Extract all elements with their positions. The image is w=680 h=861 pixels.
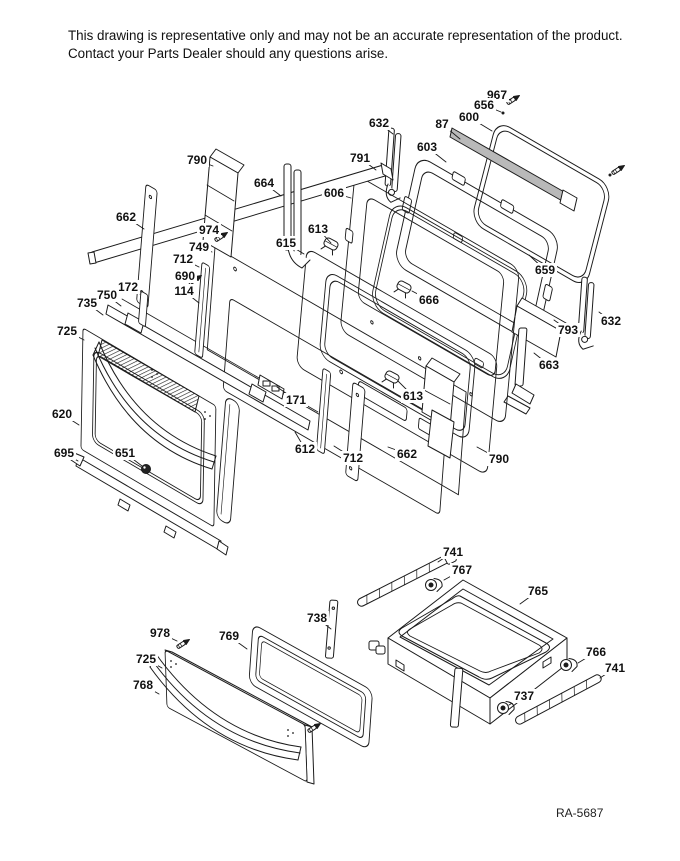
- part-label-662: 662: [113, 210, 139, 224]
- part-label-767: 767: [449, 563, 475, 577]
- part-749-heat-shield: [206, 246, 467, 496]
- part-label-768: 768: [130, 678, 156, 692]
- part-label-651: 651: [112, 446, 138, 460]
- part-label-620: 620: [49, 407, 75, 421]
- part-label-738: 738: [304, 611, 330, 625]
- part-label-613: 613: [400, 389, 426, 403]
- part-659-door-gasket: [372, 205, 528, 379]
- part-712-glide-right: [316, 368, 332, 454]
- disclaimer-line-2: Contact your Parts Dealer should any que…: [68, 45, 389, 61]
- part-606-inner-door-panel: [340, 177, 520, 422]
- part-label-656: 656: [471, 98, 497, 112]
- part-label-690: 690: [172, 269, 198, 283]
- part-label-737: 737: [511, 689, 537, 703]
- part-label-974: 974: [196, 223, 222, 237]
- door-vent-louvers: [97, 339, 200, 413]
- part-label-712: 712: [170, 252, 196, 266]
- part-label-171: 171: [283, 393, 309, 407]
- part-695-bottom-trim: [69, 451, 229, 556]
- part-label-790: 790: [184, 153, 210, 167]
- door-side-channel: [216, 398, 240, 524]
- disclaimer-text: This drawing is representative only and …: [68, 27, 638, 62]
- door-handle: [92, 341, 217, 470]
- part-label-741: 741: [602, 661, 628, 675]
- part-label-606: 606: [321, 186, 347, 200]
- part-615-door-liner: [296, 250, 498, 473]
- part-663-bracket: [503, 327, 535, 415]
- part-label-615: 615: [273, 236, 299, 250]
- part-171-latch-keeper: [257, 374, 285, 400]
- part-label-664: 664: [251, 176, 277, 190]
- disclaimer-line-1: This drawing is representative only and …: [68, 28, 623, 43]
- part-label-632: 632: [598, 314, 624, 328]
- part-label-603: 603: [414, 140, 440, 154]
- part-label-172: 172: [115, 280, 141, 294]
- door-screw-marks: [151, 369, 211, 420]
- part-label-695: 695: [51, 446, 77, 460]
- part-label-769: 769: [216, 629, 242, 643]
- part-label-114: 114: [172, 284, 196, 298]
- part-label-712: 712: [340, 451, 366, 465]
- part-label-612: 612: [292, 442, 318, 456]
- part-label-766: 766: [583, 645, 609, 659]
- part-label-666: 666: [416, 293, 442, 307]
- part-label-613: 613: [305, 222, 331, 236]
- part-87-trim-strip: [449, 127, 578, 212]
- part-600-outer-glass: [473, 125, 610, 284]
- part-label-725: 725: [54, 324, 80, 338]
- drawer-clip-left: [368, 640, 386, 655]
- part-label-791: 791: [347, 151, 373, 165]
- part-label-735: 735: [74, 296, 100, 310]
- part-741-rail-bottom: [515, 674, 602, 725]
- part-790-insulation-right: [421, 357, 461, 459]
- part-769-drawer-inner-panel: [248, 626, 373, 748]
- part-label-750: 750: [94, 288, 120, 302]
- part-label-600: 600: [456, 110, 482, 124]
- part-664-side-channel: [283, 163, 311, 269]
- part-172-spacer: [138, 291, 149, 327]
- part-label-741: 741: [440, 545, 466, 559]
- part-label-790: 790: [486, 452, 512, 466]
- part-793-insulation-block: [511, 297, 567, 358]
- part-612-inner-glass: [222, 298, 447, 514]
- part-651-plug-button: [141, 464, 151, 474]
- part-632-latch-top: [384, 127, 402, 203]
- part-label-749: 749: [186, 240, 212, 254]
- part-632-latch-right: [577, 276, 595, 350]
- part-738-glide-strip: [325, 599, 339, 659]
- part-712-glide-left: [194, 262, 211, 358]
- part-label-632: 632: [366, 116, 392, 130]
- drawing-number: RA-5687: [556, 806, 604, 820]
- part-662-side-trim-right: [345, 382, 366, 482]
- part-label-978: 978: [147, 626, 173, 640]
- part-label-87: 87: [433, 117, 451, 131]
- part-label-765: 765: [525, 584, 551, 598]
- part-label-662: 662: [394, 447, 420, 461]
- part-label-659: 659: [532, 263, 558, 277]
- part-label-725: 725: [133, 652, 159, 666]
- part-label-793: 793: [555, 323, 581, 337]
- part-label-663: 663: [536, 358, 562, 372]
